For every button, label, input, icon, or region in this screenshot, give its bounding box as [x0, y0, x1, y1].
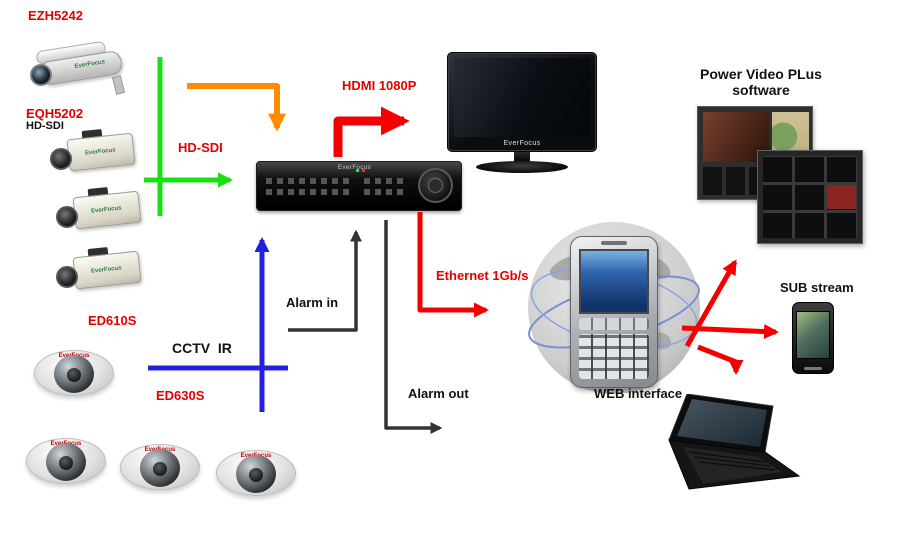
laptop-key-row — [698, 461, 776, 471]
label-web-interface: WEB interface — [594, 386, 683, 401]
label-power-video-plus: Power Video PLus software — [690, 66, 832, 98]
box-camera-2: EverFocus — [54, 184, 148, 242]
dome-camera-lens-icon — [249, 468, 263, 482]
label-alarm-out: Alarm out — [408, 386, 469, 401]
monitor-stand-base — [476, 161, 568, 173]
label-eqh5202: EQH5202 — [26, 106, 84, 121]
box-camera-3: EverFocus — [54, 244, 148, 302]
dvr-recorder: EverFocus — [256, 161, 462, 211]
dome-camera-ed610s: EverFocus — [34, 336, 114, 400]
web-interface-laptop — [668, 394, 801, 490]
box-camera-brand: EverFocus — [90, 265, 122, 275]
dvr-brand: EverFocus — [338, 165, 372, 171]
label-hd-sdi-model: HD-SDI — [26, 120, 64, 132]
sub-stream-phone — [792, 302, 834, 374]
dvr-record-led — [362, 169, 365, 172]
label-ed610s: ED610S — [88, 313, 137, 328]
laptop-key-row — [693, 456, 771, 467]
box-camera-brand: EverFocus — [90, 205, 122, 215]
ethernet-arrow — [417, 212, 489, 318]
dvr-buttons-row — [266, 178, 354, 184]
bullet-camera-arrow — [187, 83, 286, 132]
laptop-key-row — [688, 451, 766, 463]
label-cctv-ir: CCTV IR — [172, 340, 232, 356]
box-camera-body: EverFocus — [72, 190, 142, 230]
label-power-video-line1: Power Video PLus — [700, 66, 822, 82]
label-sub-stream: SUB stream — [780, 280, 854, 295]
label-hd-sdi-link: HD-SDI — [178, 140, 223, 155]
laptop-screen — [677, 399, 767, 447]
sub-stream-phone-speaker — [804, 367, 822, 370]
bullet-camera-ezh5242: EverFocus — [28, 36, 140, 100]
dome-camera-lens-icon — [59, 456, 73, 470]
pda-screen — [579, 249, 649, 314]
software-alert-cell — [827, 185, 856, 209]
label-ed630s: ED630S — [156, 388, 205, 403]
dvr-buttons-row — [364, 189, 408, 195]
bullet-camera-lens-icon — [30, 64, 52, 86]
dvr-jog-dial-inner — [428, 178, 443, 193]
sub-stream-phone-screen — [796, 311, 830, 359]
label-hdmi: HDMI 1080P — [342, 78, 417, 93]
pda-qwerty-keyboard — [579, 334, 649, 379]
monitor-brand: EverFocus — [503, 140, 541, 147]
software-window-grid — [757, 150, 863, 244]
monitor-stand-neck — [514, 152, 530, 163]
label-power-video-line2: software — [732, 82, 790, 98]
pda-earpiece — [601, 241, 627, 245]
dome-camera-2: EverFocus — [120, 430, 200, 494]
dvr-buttons-row — [364, 178, 408, 184]
dome-camera-3: EverFocus — [216, 436, 296, 500]
hdmi-arrow — [333, 106, 410, 157]
label-ethernet: Ethernet 1Gb/s — [436, 268, 529, 283]
dvr-power-led — [356, 169, 359, 172]
pda-nav-buttons — [579, 318, 649, 330]
box-camera-body: EverFocus — [66, 132, 136, 172]
box-camera-body: EverFocus — [72, 250, 142, 290]
dome-camera-lens-icon — [153, 462, 167, 476]
bullet-camera-mount — [111, 75, 126, 95]
box-camera-lens-icon — [56, 266, 78, 288]
box-camera-brand: EverFocus — [84, 147, 116, 157]
monitor-display: EverFocus — [447, 52, 597, 174]
dvr-buttons-row — [266, 189, 354, 195]
pda-smartphone — [570, 236, 658, 388]
alarm-in-arrow — [288, 229, 362, 332]
box-camera-lens-icon — [56, 206, 78, 228]
box-camera-lens-icon — [50, 148, 72, 170]
monitor-screen — [454, 58, 590, 137]
dome-camera-lens-icon — [67, 368, 81, 382]
dome-camera-1: EverFocus — [26, 424, 106, 488]
label-ezh5242: EZH5242 — [28, 8, 83, 23]
label-alarm-in: Alarm in — [286, 295, 339, 310]
box-camera-1: EverFocus — [48, 126, 142, 184]
bullet-camera-brand: EverFocus — [74, 59, 106, 70]
